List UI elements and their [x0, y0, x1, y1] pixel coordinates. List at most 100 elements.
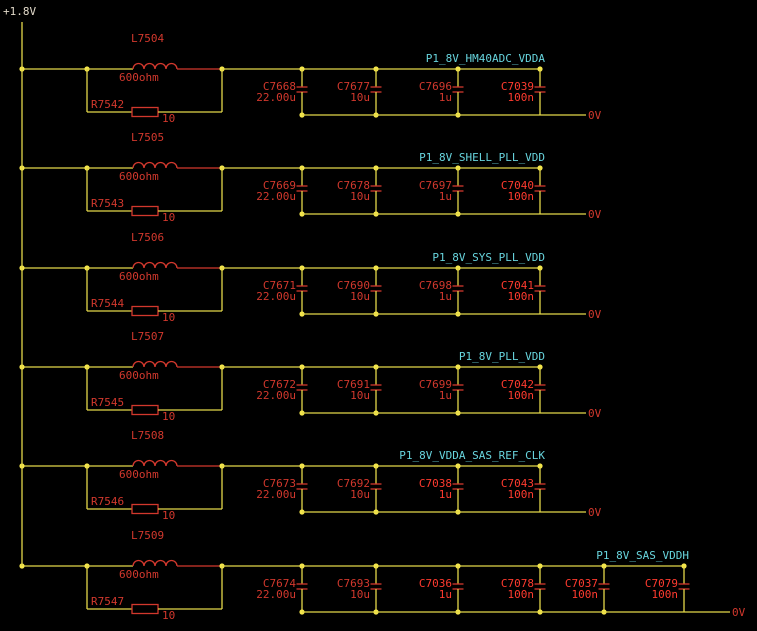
resistor-designator: R7543: [91, 197, 124, 210]
capacitor-designator: C7078: [501, 577, 534, 590]
resistor-value: 10: [162, 112, 175, 125]
inductor-value: 600ohm: [119, 369, 159, 382]
inductor-designator: L7508: [131, 429, 164, 442]
resistor-symbol: [131, 205, 159, 217]
ground-label: 0V: [588, 208, 602, 221]
inductor-value: 600ohm: [119, 270, 159, 283]
capacitor-value: 1u: [439, 488, 452, 501]
resistor-value: 10: [162, 211, 175, 224]
capacitor-designator: C7041: [501, 279, 534, 292]
capacitor-designator: C7037: [565, 577, 598, 590]
inductor-designator: L7504: [131, 32, 164, 45]
ground-label: 0V: [588, 506, 602, 519]
inductor-symbol: [132, 62, 178, 70]
resistor-value: 10: [162, 609, 175, 622]
capacitor-designator: C7673: [263, 477, 296, 490]
resistor-symbol: [131, 603, 159, 615]
capacitor-designator: C7042: [501, 378, 534, 391]
resistor-value: 10: [162, 410, 175, 423]
inductor-designator: L7509: [131, 529, 164, 542]
ground-label: 0V: [588, 407, 602, 420]
capacitor-designator: C7698: [419, 279, 452, 292]
resistor-designator: R7547: [91, 595, 124, 608]
capacitor-value: 10u: [350, 389, 370, 402]
capacitor-value: 22.00u: [256, 290, 296, 303]
net-label: P1_8V_HM40ADC_VDDA: [426, 52, 546, 65]
capacitor-value: 100n: [508, 91, 535, 104]
inductor-designator: L7505: [131, 131, 164, 144]
resistor-value: 10: [162, 509, 175, 522]
inductor-value: 600ohm: [119, 468, 159, 481]
inductor-value: 600ohm: [119, 568, 159, 581]
capacitor-value: 100n: [508, 290, 535, 303]
capacitor-value: 1u: [439, 190, 452, 203]
capacitor-designator: C7039: [501, 80, 534, 93]
filter-row: L7506600ohmR754410C767122.00uC769010uC76…: [19, 231, 602, 324]
capacitor-designator: C7040: [501, 179, 534, 192]
resistor-value: 10: [162, 311, 175, 324]
resistor-designator: R7545: [91, 396, 124, 409]
inductor-designator: L7506: [131, 231, 164, 244]
inductor-value: 600ohm: [119, 170, 159, 183]
capacitor-designator: C7699: [419, 378, 452, 391]
capacitor-designator: C7038: [419, 477, 452, 490]
net-label: P1_8V_SYS_PLL_VDD: [432, 251, 545, 264]
resistor-designator: R7546: [91, 495, 124, 508]
capacitor-designator: C7674: [263, 577, 296, 590]
capacitor-value: 1u: [439, 389, 452, 402]
net-label: P1_8V_PLL_VDD: [459, 350, 545, 363]
inductor-symbol: [132, 559, 178, 567]
capacitor-designator: C7671: [263, 279, 296, 292]
inductor-symbol: [132, 261, 178, 269]
capacitor-designator: C7691: [337, 378, 370, 391]
inductor-symbol: [132, 360, 178, 368]
resistor-designator: R7544: [91, 297, 124, 310]
capacitor-value: 10u: [350, 588, 370, 601]
capacitor-value: 10u: [350, 190, 370, 203]
capacitor-designator: C7697: [419, 179, 452, 192]
capacitor-value: 1u: [439, 290, 452, 303]
capacitor-designator: C7672: [263, 378, 296, 391]
capacitor-value: 22.00u: [256, 588, 296, 601]
inductor-value: 600ohm: [119, 71, 159, 84]
capacitor-value: 22.00u: [256, 389, 296, 402]
net-label: P1_8V_SHELL_PLL_VDD: [419, 151, 545, 164]
capacitor-value: 100n: [508, 389, 535, 402]
capacitor-value: 1u: [439, 588, 452, 601]
capacitor-designator: C7036: [419, 577, 452, 590]
resistor-symbol: [131, 106, 159, 118]
capacitor-value: 100n: [508, 488, 535, 501]
capacitor-value: 100n: [652, 588, 679, 601]
capacitor-value: 100n: [508, 190, 535, 203]
ground-label: 0V: [588, 308, 602, 321]
capacitor-designator: C7693: [337, 577, 370, 590]
ground-label: 0V: [732, 606, 746, 619]
net-label: P1_8V_VDDA_SAS_REF_CLK: [399, 449, 545, 462]
resistor-symbol: [131, 503, 159, 515]
filter-row: L7507600ohmR754510C767222.00uC769110uC76…: [19, 330, 602, 423]
resistor-designator: R7542: [91, 98, 124, 111]
capacitor-value: 100n: [508, 588, 535, 601]
capacitor-designator: C7677: [337, 80, 370, 93]
capacitor-value: 10u: [350, 91, 370, 104]
capacitor-value: 22.00u: [256, 91, 296, 104]
